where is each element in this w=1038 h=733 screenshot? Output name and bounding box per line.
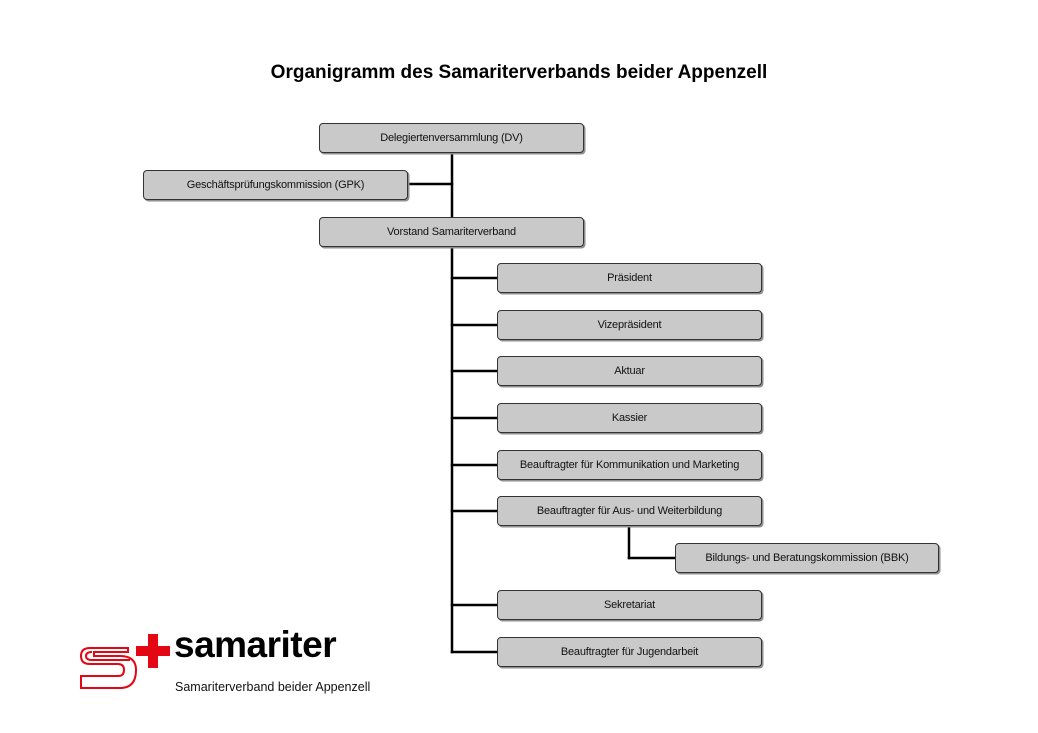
samariter-s-cross-icon <box>79 634 170 689</box>
logo-wordmark: samariter <box>174 624 337 665</box>
node-bbk: Bildungs- und Beratungskommission (BBK) <box>675 543 939 573</box>
node-kommunikation: Beauftragter für Kommunikation und Marke… <box>497 450 762 480</box>
node-delegiertenversammlung: Delegiertenversammlung (DV) <box>319 123 584 153</box>
node-sekretariat: Sekretariat <box>497 590 762 620</box>
node-aus-weiterbildung: Beauftragter für Aus- und Weiterbildung <box>497 496 762 526</box>
node-vorstand: Vorstand Samariterverband <box>319 217 584 247</box>
node-kassier: Kassier <box>497 403 762 433</box>
node-vizepraesident: Vizepräsident <box>497 310 762 340</box>
node-jugendarbeit: Beauftragter für Jugendarbeit <box>497 637 762 667</box>
samariter-logo: samariter Samariterverband beider Appenz… <box>78 624 418 698</box>
node-praesident: Präsident <box>497 263 762 293</box>
page-title: Organigramm des Samariterverbands beider… <box>270 62 768 83</box>
node-aktuar: Aktuar <box>497 356 762 386</box>
logo-subtitle: Samariterverband beider Appenzell <box>175 680 371 694</box>
node-gpk: Geschäftsprüfungskommission (GPK) <box>143 170 408 200</box>
